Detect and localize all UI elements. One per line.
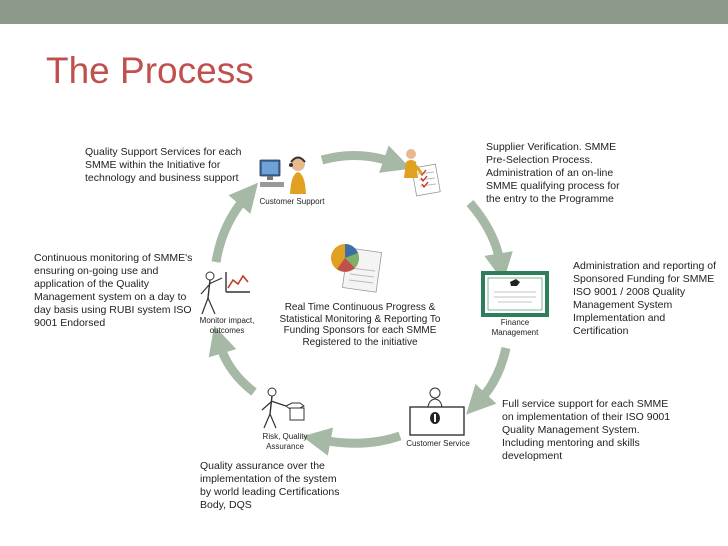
customer-service-label: Customer Service — [406, 439, 470, 448]
center-text: Real Time Continuous Progress & Statisti… — [279, 302, 441, 348]
supplier-verification-description: Supplier Verification. SMME Pre-Selectio… — [486, 141, 620, 205]
monitor-impact-description: Continuous monitoring of SMME's ensuring… — [34, 252, 193, 329]
monitor-impact-label: Monitor impact, outcomes — [199, 316, 255, 335]
top-bar — [0, 0, 728, 24]
inspector-box-icon — [261, 387, 305, 429]
arrow-risk-to-monitor — [208, 325, 257, 396]
finance-management-description: Administration and reporting of Sponsore… — [573, 260, 716, 337]
headset-operator-icon — [259, 156, 306, 194]
risk-quality-label: Risk, Quality Assurance — [262, 432, 308, 451]
customer-support-description: Quality Support Services for each SMME w… — [85, 146, 242, 184]
service-desk-icon — [409, 387, 465, 436]
arrow-support-to-verification — [320, 145, 412, 173]
risk-quality-description: Quality assurance over the implementatio… — [200, 460, 340, 511]
customer-support-label: Customer Support — [259, 197, 325, 206]
certificate-icon — [481, 271, 549, 317]
checklist-person-icon — [404, 149, 441, 197]
arrow-service-to-risk — [302, 427, 402, 456]
finance-management-label: Finance Management — [491, 318, 539, 337]
page-title: The Process — [46, 50, 254, 91]
report-chart-icon — [331, 244, 383, 293]
customer-service-description: Full service support for each SMME on im… — [502, 398, 671, 462]
arrow-monitor-to-support — [211, 182, 259, 263]
presenter-chart-icon — [200, 271, 250, 315]
arrow-verification-to-finance — [466, 200, 513, 282]
arrow-finance-to-service — [466, 346, 511, 415]
